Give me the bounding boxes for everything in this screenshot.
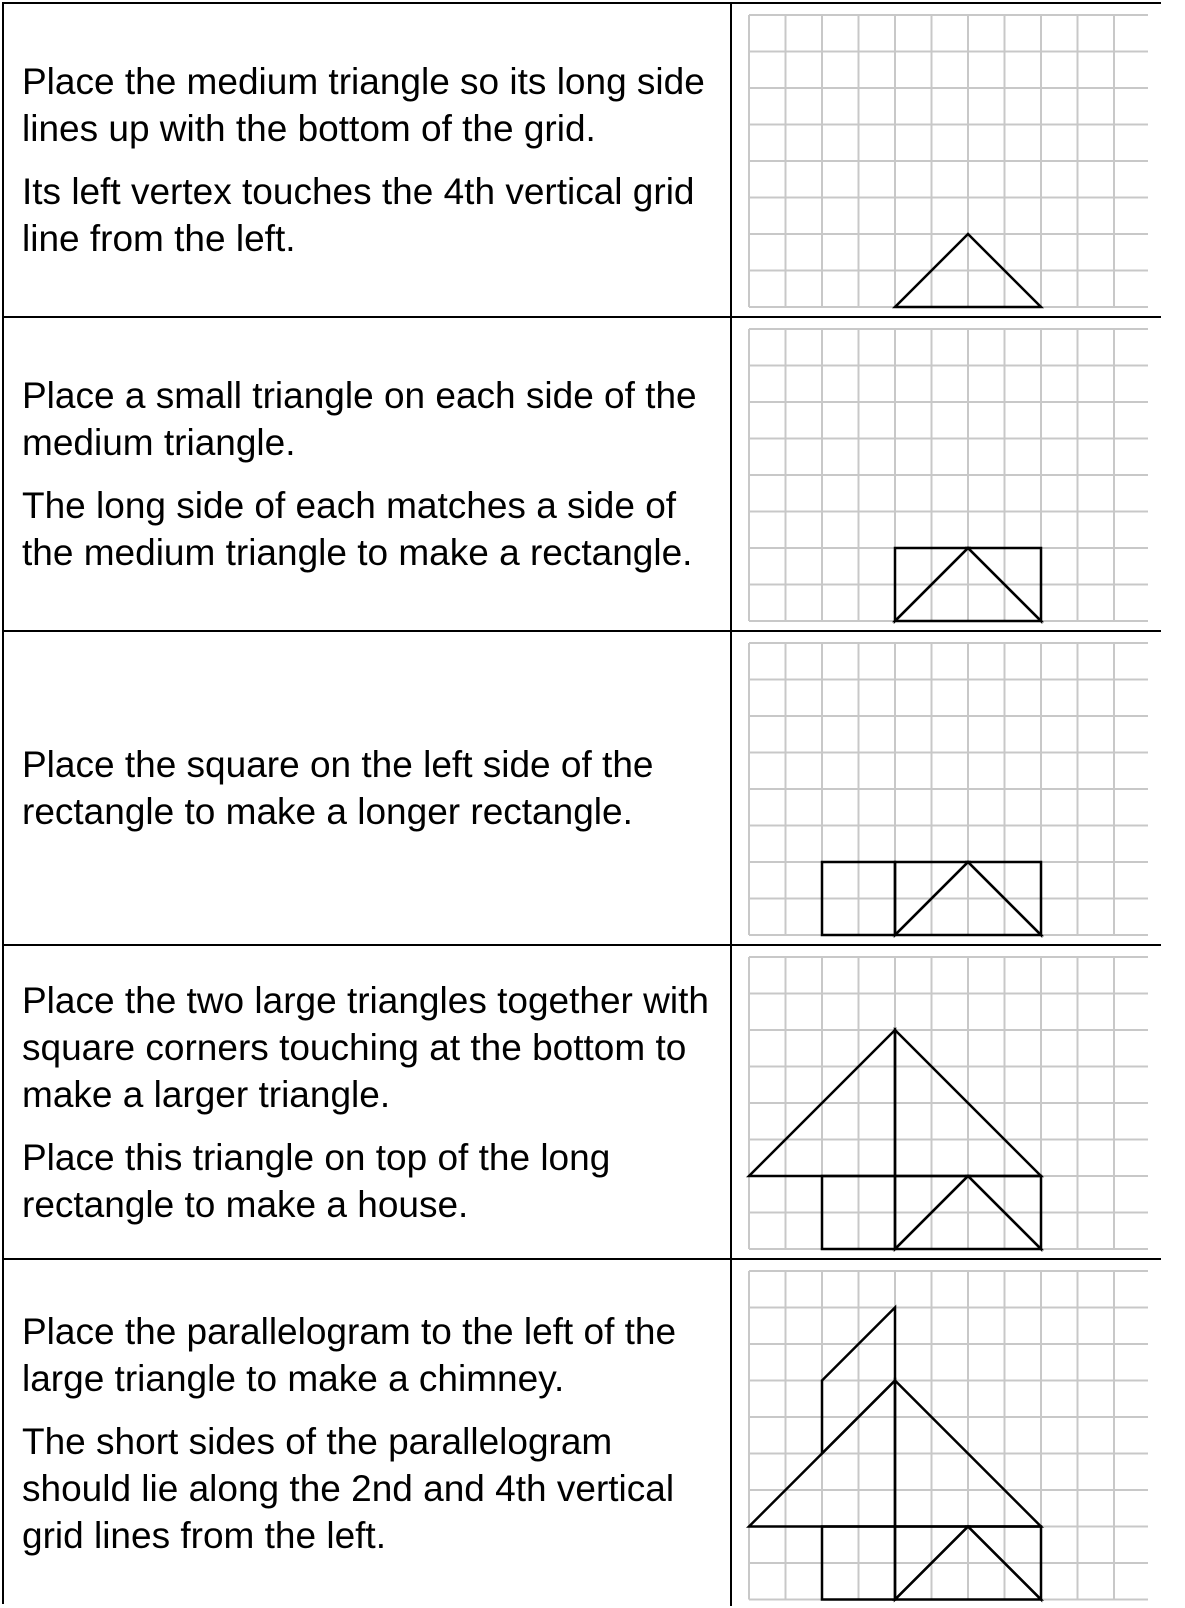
parallelogram	[820, 1304, 897, 1457]
instruction-text: The long side of each matches a side of …	[22, 485, 693, 573]
square	[820, 860, 897, 937]
step-row: Place a small triangle on each side of t…	[4, 318, 1161, 632]
step-instructions: Place the square on the left side of the…	[4, 632, 732, 944]
instruction-text: Place the two large triangles together w…	[22, 979, 709, 1115]
step-diagram	[732, 632, 1161, 944]
step-diagram	[732, 4, 1161, 316]
step-instructions: Place a small triangle on each side of t…	[4, 318, 732, 630]
step-row: Place the parallelogram to the left of t…	[4, 1260, 1161, 1606]
step-row: Place the two large triangles together w…	[4, 946, 1161, 1260]
step-instructions: Place the medium triangle so its long si…	[4, 4, 732, 316]
small-triangle-right	[964, 546, 1043, 624]
tangram-instruction-table: Place the medium triangle so its long si…	[2, 2, 1161, 1606]
step-row: Place the medium triangle so its long si…	[4, 4, 1161, 318]
tangram-grid	[746, 956, 1148, 1252]
tangram-grid	[748, 328, 1148, 624]
small-triangle-left	[893, 546, 972, 624]
step-instructions: Place the parallelogram to the left of t…	[4, 1260, 732, 1606]
step-diagram	[732, 1260, 1161, 1606]
step-diagram	[732, 946, 1161, 1258]
large-triangle-right	[893, 1377, 1045, 1528]
medium-triangle	[891, 232, 1045, 309]
tangram-grid	[746, 1270, 1148, 1603]
instruction-text: Place this triangle on top of the long r…	[22, 1136, 611, 1225]
large-triangle-right	[893, 1026, 1045, 1178]
tangram-grid	[748, 14, 1148, 309]
instruction-text: The short sides of the parallelogram sho…	[22, 1420, 675, 1556]
instruction-text: Place the parallelogram to the left of t…	[22, 1310, 677, 1399]
step-diagram	[732, 318, 1161, 630]
instruction-text: Place the square on the left side of the…	[22, 744, 654, 832]
instruction-text: Place the medium triangle so its long si…	[22, 61, 705, 149]
step-row: Place the square on the left side of the…	[4, 632, 1161, 946]
instruction-text: Place a small triangle on each side of t…	[22, 375, 697, 463]
small-triangle-right	[964, 860, 1043, 938]
instruction-text: Its left vertex touches the 4th vertical…	[22, 171, 695, 259]
step-instructions: Place the two large triangles together w…	[4, 946, 732, 1258]
tangram-grid	[748, 642, 1148, 938]
